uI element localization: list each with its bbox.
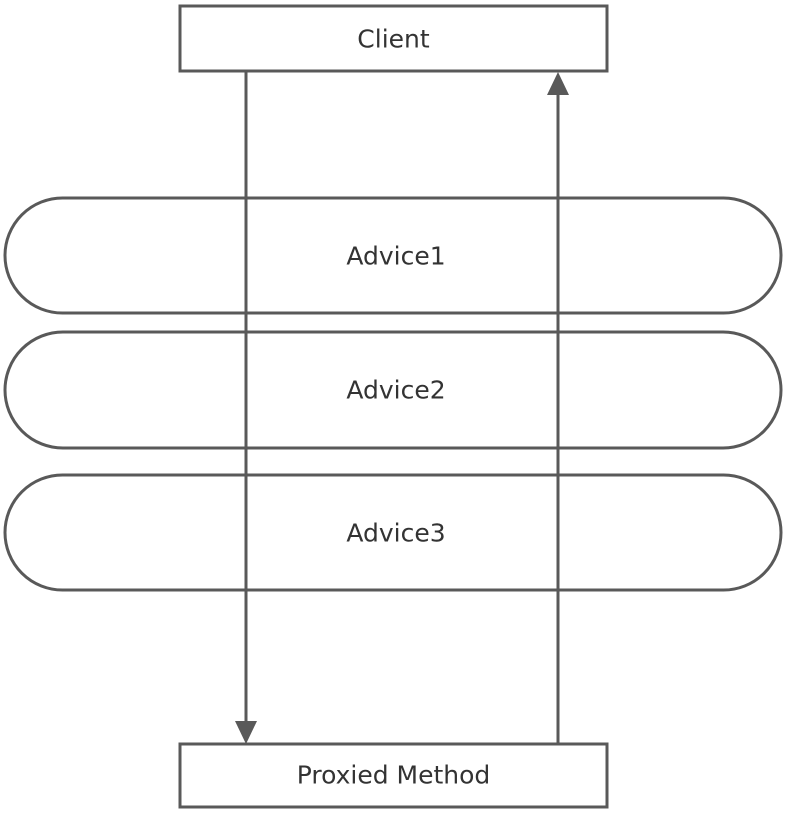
advice1-label: Advice1 [346,242,445,271]
advice1-node: Advice1 [3,196,783,315]
proxied-method-node: Proxied Method [178,742,609,809]
advice3-node: Advice3 [3,473,783,592]
advice2-label: Advice2 [346,376,445,405]
proxied-method-label: Proxied Method [297,761,491,790]
advice3-shape [3,473,783,592]
client-node: Client [178,4,609,73]
advice2-shape [3,330,783,450]
client-label: Client [357,25,430,54]
response-arrowhead-icon [547,72,569,95]
response-arrow-up [547,72,569,744]
advice1-shape [3,196,783,315]
request-arrowhead-icon [235,721,257,744]
client-box [178,4,609,73]
proxied-method-box [178,742,609,809]
advice2-node: Advice2 [3,330,783,450]
request-arrow-down [235,71,257,744]
advice3-label: Advice3 [346,519,445,548]
